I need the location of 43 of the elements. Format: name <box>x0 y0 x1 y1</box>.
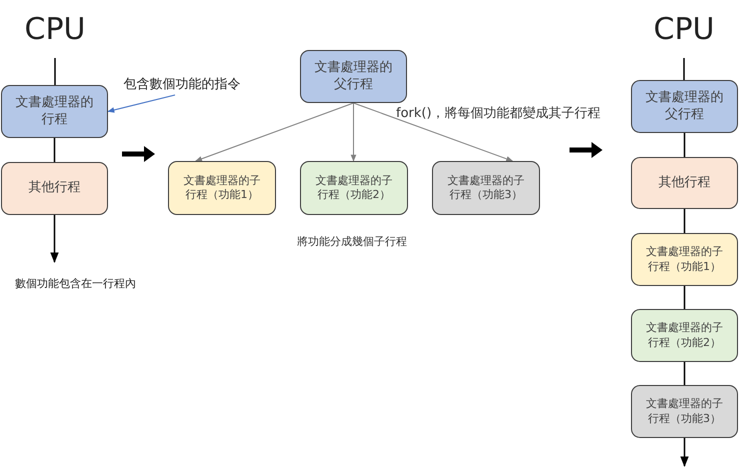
process-box <box>631 309 738 362</box>
process-box <box>631 233 738 286</box>
note-text: 將功能分成幾個子行程 <box>297 234 407 249</box>
process-box <box>432 161 540 215</box>
cpu-heading: CPU <box>15 10 95 48</box>
arrow <box>350 102 356 162</box>
arrow <box>50 215 59 264</box>
process-box <box>1 85 108 138</box>
arrow <box>353 102 514 162</box>
process-box <box>1 162 108 215</box>
process-label: 文書處理器的子行程（功能1） <box>182 174 262 202</box>
connector-line <box>684 133 686 157</box>
cpu-heading: CPU <box>644 10 724 48</box>
block-arrow <box>122 146 155 162</box>
process-label: 文書處理器的行程 <box>14 94 94 128</box>
process-label: 文書處理器的子行程（功能2） <box>314 174 394 202</box>
process-box <box>631 385 738 438</box>
process-box <box>300 161 408 215</box>
process-box <box>300 50 407 103</box>
connector-line <box>684 209 686 233</box>
connector-line <box>684 286 686 309</box>
process-label: 文書處理器的子行程（功能2） <box>645 321 724 350</box>
process-box <box>631 80 738 133</box>
annotation-text: 包含數個功能的指令 <box>112 74 252 94</box>
process-label: 文書處理器的父行程 <box>314 60 394 94</box>
process-label: 文書處理器的子行程（功能3） <box>645 397 724 426</box>
process-label: 文書處理器的父行程 <box>644 90 724 124</box>
note-text: fork()，將每個功能都變成其子行程 <box>396 105 601 122</box>
process-label: 其他行程 <box>28 180 82 197</box>
annotation-text: 數個功能包含在一行程內 <box>8 274 143 292</box>
process-box <box>168 161 276 215</box>
process-label: 文書處理器的子行程（功能3） <box>446 174 526 202</box>
leader-arrow <box>107 94 176 113</box>
arrow <box>195 102 354 162</box>
connector-line <box>684 362 686 385</box>
process-label: 其他行程 <box>658 174 712 192</box>
process-box <box>631 157 738 209</box>
connector-line <box>683 58 685 80</box>
arrow <box>680 438 689 468</box>
block-arrow <box>570 142 602 158</box>
connector-line <box>54 58 56 85</box>
connector-line <box>54 138 56 162</box>
process-label: 文書處理器的子行程（功能1） <box>645 245 724 274</box>
